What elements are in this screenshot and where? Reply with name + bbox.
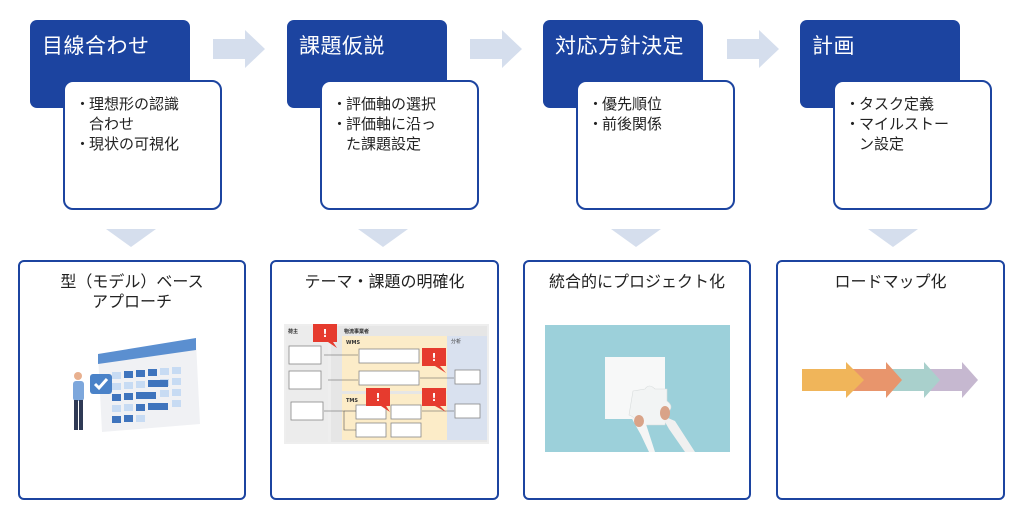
arrow-down-icon bbox=[611, 229, 661, 247]
step-details-3: ・優先順位 ・前後関係 bbox=[576, 80, 735, 210]
lane-label-logistics: 物流事業者 bbox=[344, 328, 369, 335]
step-title: 目線合わせ bbox=[42, 34, 150, 58]
card-title: 統合的にプロジェクト化 bbox=[548, 272, 725, 291]
tms-label: TMS bbox=[346, 398, 358, 404]
bullet-item: ・タスク定義 bbox=[845, 94, 982, 114]
step-details-2: ・評価軸の選択 ・評価軸に沿った課題設定 bbox=[320, 80, 479, 210]
bullet-item: ・マイルストーン設定 bbox=[845, 114, 982, 154]
arrow-right-icon bbox=[727, 30, 779, 68]
roadmap-arrow-4 bbox=[926, 362, 978, 398]
wms-label: WMS bbox=[346, 340, 360, 346]
alert-icon: ! bbox=[375, 391, 380, 404]
bullet-text: 優先順位 bbox=[602, 95, 663, 113]
roadmap-arrows-illustration bbox=[802, 362, 978, 398]
roadmap-arrow-2 bbox=[848, 362, 902, 398]
bullet-text: 評価軸に沿っ bbox=[346, 115, 437, 133]
bullet-item: ・現状の可視化 bbox=[75, 134, 212, 154]
bullet-text-cont: 合わせ bbox=[89, 115, 135, 133]
bullet-text: 評価軸の選択 bbox=[346, 95, 437, 113]
bullet-text: タスク定義 bbox=[859, 95, 935, 113]
result-card-4: ロードマップ化 bbox=[776, 260, 1005, 500]
person-calendar-illustration bbox=[73, 338, 200, 432]
bullet-item: ・評価軸の選択 bbox=[332, 94, 469, 114]
bullet-text: 現状の可視化 bbox=[89, 135, 180, 153]
arrow-down-icon bbox=[358, 229, 408, 247]
bullet-mark: ・ bbox=[75, 135, 91, 153]
bullet-mark: ・ bbox=[845, 115, 861, 133]
bullet-mark: ・ bbox=[588, 95, 604, 113]
bullet-item: ・優先順位 bbox=[588, 94, 725, 114]
arrow-right-icon bbox=[470, 30, 522, 68]
roadmap-arrow-1 bbox=[802, 362, 864, 398]
bullet-mark: ・ bbox=[332, 115, 348, 133]
bullet-mark: ・ bbox=[332, 95, 348, 113]
alert-icon: ! bbox=[431, 391, 436, 404]
card-title: ロードマップ化 bbox=[834, 272, 947, 291]
bullet-item: ・理想形の認識合わせ bbox=[75, 94, 212, 134]
alert-icon: ! bbox=[431, 351, 436, 364]
result-card-3: 統合的にプロジェクト化 bbox=[523, 260, 751, 500]
arrow-down-icon bbox=[868, 229, 918, 247]
step-title: 計画 bbox=[812, 34, 855, 58]
step-details-1: ・理想形の認識合わせ ・現状の可視化 bbox=[63, 80, 222, 210]
bullet-item: ・評価軸に沿った課題設定 bbox=[332, 114, 469, 154]
bullet-mark: ・ bbox=[845, 95, 861, 113]
arrow-right-icon bbox=[213, 30, 265, 68]
bullet-text: マイルストー bbox=[859, 115, 950, 133]
bullet-mark: ・ bbox=[588, 115, 604, 133]
card-title: テーマ・課題の明確化 bbox=[304, 272, 465, 291]
step-title: 課題仮説 bbox=[299, 34, 385, 58]
result-card-1: 型（モデル）ベースアプローチ bbox=[18, 260, 246, 500]
bullet-text-cont: ン設定 bbox=[859, 135, 905, 153]
lane-label-analysis: 分析 bbox=[451, 338, 461, 345]
puzzle-photo-illustration bbox=[545, 325, 730, 452]
bullet-text: 理想形の認識 bbox=[89, 95, 180, 113]
alert-icon: ! bbox=[322, 327, 327, 340]
bullet-text-cont: た課題設定 bbox=[346, 135, 422, 153]
roadmap-arrow-3 bbox=[888, 362, 940, 398]
process-flow-illustration: 荷主 物流事業者 分析 WMS TMS ! ! ! ! bbox=[284, 324, 489, 444]
lane-label-shipper: 荷主 bbox=[287, 328, 298, 335]
step-details-4: ・タスク定義 ・マイルストーン設定 bbox=[833, 80, 992, 210]
step-title: 対応方針決定 bbox=[555, 34, 684, 58]
card-title: 型（モデル）ベースアプローチ bbox=[60, 272, 204, 311]
bullet-text: 前後関係 bbox=[602, 115, 663, 133]
bullet-mark: ・ bbox=[75, 95, 91, 113]
result-card-2: テーマ・課題の明確化 荷主 物流事業者 分析 WMS TMS bbox=[270, 260, 499, 500]
bullet-item: ・前後関係 bbox=[588, 114, 725, 134]
arrow-down-icon bbox=[106, 229, 156, 247]
